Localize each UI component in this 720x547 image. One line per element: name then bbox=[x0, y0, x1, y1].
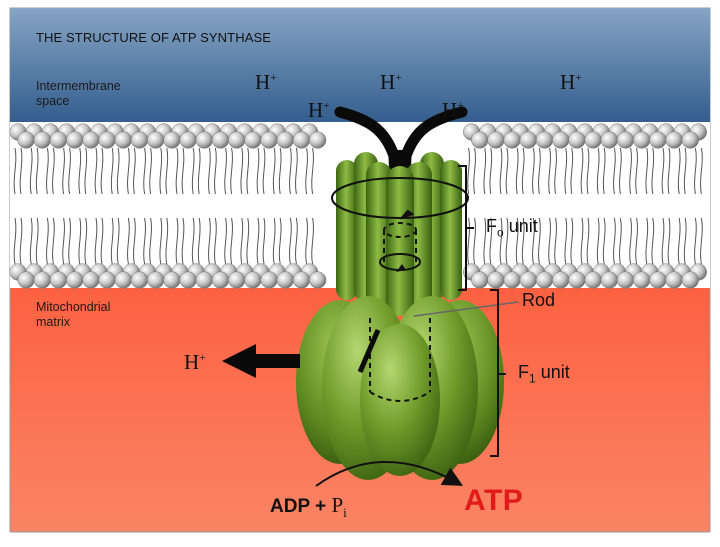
f1-unit-label: F1 unit bbox=[518, 362, 570, 386]
proton-exit-arrow bbox=[222, 344, 300, 378]
central-rod bbox=[357, 222, 431, 402]
intermembrane-space-label: Intermembrane space bbox=[36, 79, 121, 109]
f1-unit-head bbox=[296, 296, 504, 480]
rod-label: Rod bbox=[522, 290, 556, 310]
proton-label-matrix: H+ bbox=[184, 350, 206, 374]
reaction-arrow bbox=[315, 460, 464, 487]
proton-label: H+ bbox=[442, 98, 464, 122]
diagram-title: THE STRUCTURE OF ATP SYNTHASE bbox=[36, 30, 272, 45]
fo-unit-label: Fo unit bbox=[486, 216, 538, 240]
proton-label: H+ bbox=[380, 70, 402, 94]
fo-unit-ring bbox=[336, 152, 462, 316]
proton-label: H+ bbox=[308, 98, 330, 122]
mitochondrial-matrix-label: Mitochondrial matrix bbox=[36, 300, 110, 330]
matrix-label-line2: matrix bbox=[36, 315, 71, 329]
f1-bracket bbox=[490, 289, 506, 457]
lipid-bilayer bbox=[9, 123, 707, 289]
proton-label: H+ bbox=[560, 70, 582, 94]
fo-bracket bbox=[458, 165, 474, 291]
adp-pi-label: ADP + Pi bbox=[270, 493, 347, 521]
fo-rotation-arrow bbox=[331, 177, 469, 220]
intermembrane-label-line2: space bbox=[36, 94, 70, 108]
proton-label: H+ bbox=[255, 70, 277, 94]
rod-pointer-line bbox=[413, 301, 519, 317]
atp-label: ATP bbox=[464, 484, 524, 517]
matrix-label-line1: Mitochondrial bbox=[36, 300, 111, 314]
intermembrane-label-line1: Intermembrane bbox=[36, 79, 121, 93]
intermembrane-background bbox=[10, 8, 710, 122]
